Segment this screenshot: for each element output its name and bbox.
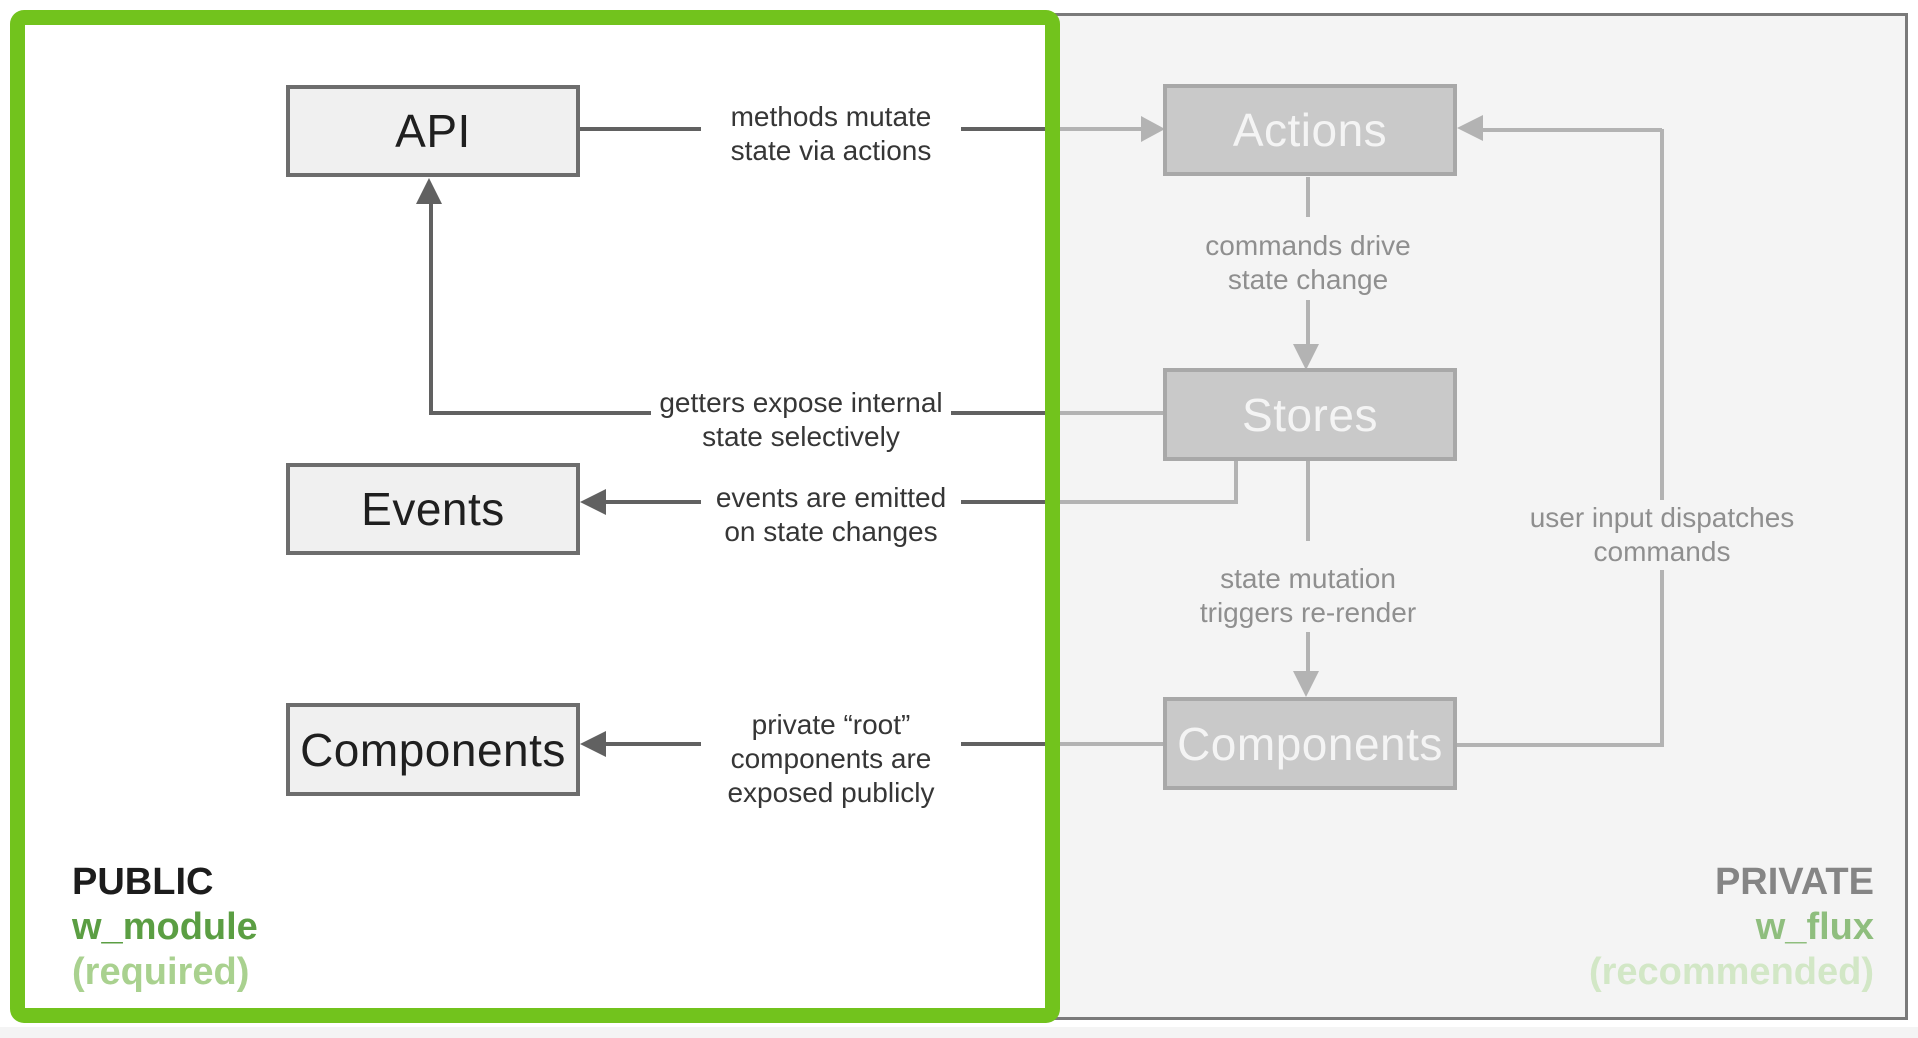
stores-to-events-line-private bbox=[1055, 500, 1238, 504]
api-box: API bbox=[286, 85, 580, 177]
stores-to-components-line-top bbox=[1306, 461, 1310, 541]
stores-to-events-arrowhead bbox=[580, 489, 606, 515]
annotation-user-input: user input dispatches commands bbox=[1502, 500, 1822, 570]
components-to-actions-loop-top bbox=[1481, 128, 1662, 132]
private-legend: PRIVATE w_flux (recommended) bbox=[1589, 860, 1874, 995]
annotation-events-emitted: events are emitted on state changes bbox=[701, 481, 961, 549]
getters-vertical-line bbox=[429, 203, 433, 415]
actions-box: Actions bbox=[1163, 84, 1457, 176]
annotation-getters-expose: getters expose internal state selectivel… bbox=[651, 386, 951, 454]
page-bottom-edge bbox=[0, 1027, 1918, 1038]
public-legend-note: (required) bbox=[72, 951, 250, 993]
public-legend-module: w_module bbox=[72, 906, 258, 948]
components-to-actions-loop-vertical bbox=[1660, 129, 1664, 746]
private-legend-note: (recommended) bbox=[1588, 951, 1874, 993]
components-arrowhead bbox=[580, 731, 606, 757]
getters-to-api-arrowhead bbox=[416, 178, 442, 204]
private-legend-title: PRIVATE bbox=[1714, 861, 1874, 903]
actions-to-stores-arrowhead bbox=[1293, 344, 1319, 370]
annotation-private-root: private “root” components are exposed pu… bbox=[701, 708, 961, 810]
private-legend-module: w_flux bbox=[1755, 906, 1874, 948]
public-legend: PUBLIC w_module (required) bbox=[72, 860, 258, 995]
stores-to-components-line-bottom bbox=[1306, 632, 1310, 673]
actions-to-stores-line-top bbox=[1306, 177, 1310, 217]
public-legend-title: PUBLIC bbox=[72, 861, 214, 903]
api-to-actions-line-private bbox=[1055, 127, 1141, 131]
actions-to-stores-line-bottom bbox=[1306, 300, 1310, 346]
stores-to-components-arrowhead bbox=[1293, 671, 1319, 697]
events-box: Events bbox=[286, 463, 580, 555]
api-to-actions-arrowhead bbox=[1141, 116, 1165, 142]
components-line-private bbox=[1055, 742, 1163, 746]
annotation-methods-mutate: methods mutate state via actions bbox=[701, 100, 961, 168]
components-to-actions-loop-bottom bbox=[1457, 743, 1664, 747]
annotation-commands-drive: commands drive state change bbox=[1168, 228, 1448, 298]
stores-box: Stores bbox=[1163, 368, 1457, 461]
annotation-state-mutation: state mutation triggers re-render bbox=[1158, 562, 1458, 630]
components-private-box: Components bbox=[1163, 697, 1457, 790]
stores-to-events-drop-line bbox=[1234, 461, 1238, 504]
components-public-box: Components bbox=[286, 703, 580, 796]
getters-horizontal-line-private bbox=[1055, 411, 1163, 415]
components-to-actions-arrowhead bbox=[1457, 115, 1483, 141]
